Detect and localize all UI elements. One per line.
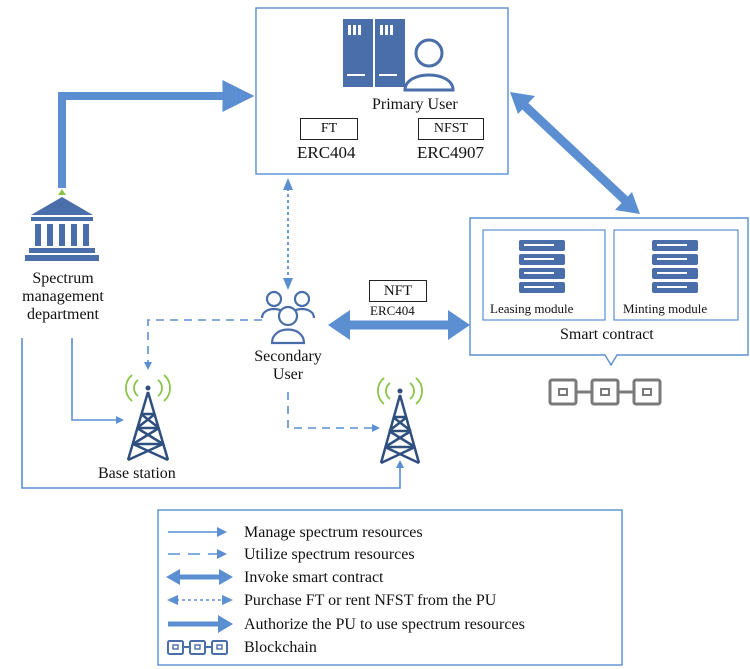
utilize-arrow-right <box>287 392 380 432</box>
blockchain-icon <box>548 378 662 406</box>
legend-label-purchase: Purchase FT or rent NFST from the PU <box>244 592 497 609</box>
erc4907-standard: ERC4907 <box>417 143 485 162</box>
ft-token-box: FT <box>300 118 358 140</box>
secondary-user-line1: Secondary <box>254 348 322 365</box>
manage-arrow-base1 <box>71 338 124 424</box>
base-station-label: Base station <box>98 465 176 482</box>
legend-label-blockchain: Blockchain <box>244 639 317 656</box>
person-icon <box>403 38 455 92</box>
legend-icon-purchase <box>167 595 233 605</box>
smart-contract-label: Smart contract <box>560 326 654 343</box>
secondary-user-line2: User <box>272 366 304 383</box>
cell-tower-icon <box>377 377 423 465</box>
utilize-arrow-left <box>144 319 262 370</box>
invoke-arrow-middle <box>328 310 470 340</box>
spectrum-dept-label: Spectrum management department <box>8 270 118 324</box>
legend-label-invoke: Invoke smart contract <box>244 569 384 586</box>
manage-arrow-base2 <box>21 338 404 489</box>
secondary-user-label: Secondary User <box>238 348 338 384</box>
spectrum-dept-line1: Spectrum <box>32 270 94 287</box>
spectrum-dept-line3: department <box>27 306 99 323</box>
nft-standard: ERC404 <box>370 303 415 318</box>
legend-label-manage: Manage spectrum resources <box>244 524 423 541</box>
legend-label-utilize: Utilize spectrum resources <box>244 546 415 563</box>
minting-module-label: Minting module <box>623 301 708 316</box>
server-icon <box>343 19 405 87</box>
authorize-arrow <box>58 80 255 188</box>
legend-icon-blockchain <box>167 640 228 655</box>
nfst-token-box: NFST <box>418 118 484 140</box>
leasing-module-label: Leasing module <box>490 301 574 316</box>
erc404-standard: ERC404 <box>297 143 356 162</box>
invoke-arrow-top <box>510 92 640 214</box>
legend-label-authorize: Authorize the PU to use spectrum resourc… <box>244 616 525 633</box>
primary-user-label: Primary User <box>372 96 458 113</box>
government-building-icon <box>25 189 99 261</box>
legend-icon-authorize <box>168 615 233 633</box>
cell-tower-icon <box>125 374 171 462</box>
purchase-dotted-arrow <box>283 178 293 290</box>
leasing-server-icon <box>519 240 565 293</box>
users-group-icon <box>260 290 316 345</box>
nft-token-box: NFT <box>369 280 427 302</box>
minting-server-icon <box>652 240 698 293</box>
spectrum-dept-line2: management <box>22 288 104 305</box>
legend-icon-invoke <box>166 569 233 585</box>
legend-box <box>157 509 623 666</box>
